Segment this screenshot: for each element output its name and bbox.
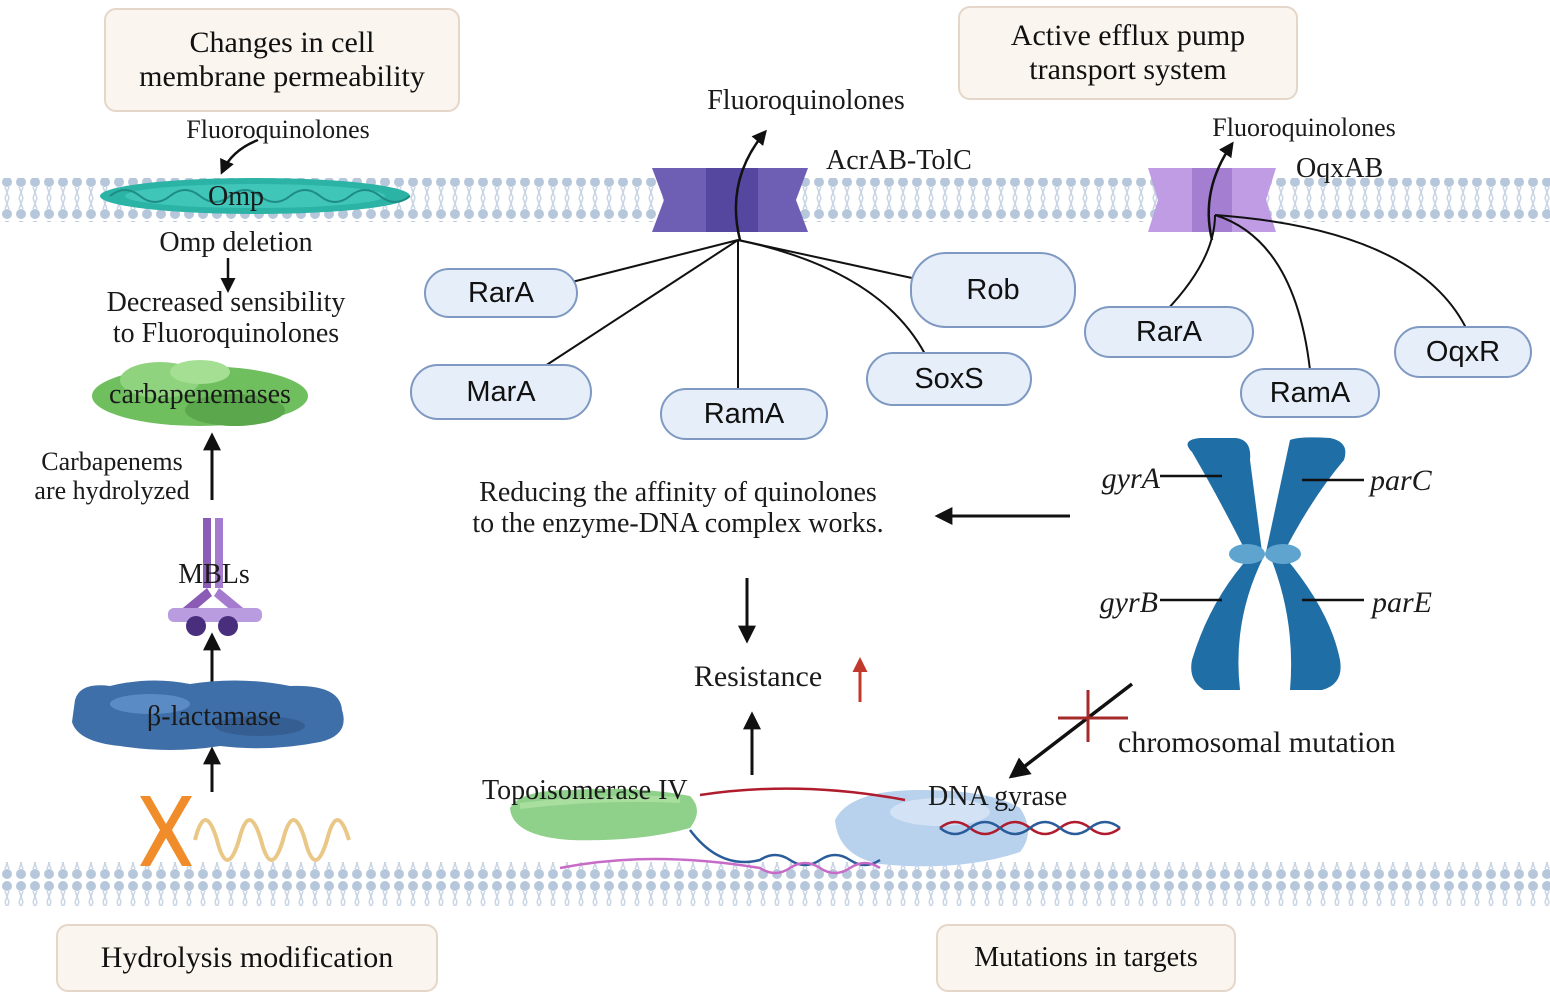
beta-lactamase-shape [72,680,344,750]
inhibition-cross [1058,690,1128,742]
regulator-mara: MarA [410,364,592,420]
mbls-label: MBLs [178,559,250,590]
mbls-shape [168,518,262,636]
chromosomal-mutation-label: chromosomal mutation [1118,726,1396,759]
carbapenemases-label: carbapenemases [109,379,291,410]
topoisomerase-label: Topoisomerase IV [482,775,688,806]
omp-deletion-label: Omp deletion [159,227,313,258]
acrab-tolc-pump [652,168,808,232]
omp-label: Omp [208,181,264,212]
regulator-rara-oqxab: RarA [1084,306,1254,358]
chromosome-x [1187,437,1346,690]
gene-parc-label: parC [1370,464,1432,497]
gene-gyrb-label: gyrB [1099,586,1158,619]
resistance-label: Resistance [693,660,823,693]
topoisomerase-iv-shape [510,788,697,841]
regulator-rama-oqxab: RamA [1240,368,1380,418]
arrow-acrab-efflux [734,129,767,241]
oqxab-label: OqxAB [1296,153,1384,184]
regulator-rama-acrab: RamA [660,388,828,440]
section-efflux-pump: Active efflux pump transport system [958,6,1298,100]
dna-strands [559,787,1121,875]
oqxab-regulator-links [1164,214,1469,371]
arrow-oqxab-efflux [1207,141,1234,241]
section-target-mutations: Mutations in targets [936,924,1236,992]
gene-gyra-label: gyrA [1101,462,1160,495]
fq-label-permeability: Fluoroquinolones [186,115,370,144]
gene-locus-lines [1160,474,1364,602]
acrab-regulator-links [544,239,926,390]
fq-label-acrab: Fluoroquinolones [707,85,905,116]
regulator-rob: Rob [910,252,1076,328]
carbapenems-hydrolyzed-label: Carbapenems are hydrolyzed [34,447,190,505]
acrab-tolc-label: AcrAB-TolC [826,145,972,176]
omp-porin [100,178,411,214]
oqxab-pump [1148,168,1276,232]
affinity-label: Reducing the affinity of quinolones to t… [472,477,884,539]
carbapenemases-shape [92,360,308,426]
dna-gyrase-shape [835,790,1028,867]
decreased-sensibility-label: Decreased sensibility to Fluoroquinolone… [106,287,346,349]
beta-lactamase-label: β-lactamase [147,701,281,732]
gene-pare-label: parE [1372,586,1432,619]
regulator-soxs: SoxS [866,352,1032,406]
dna-gyrase-label: DNA gyrase [928,781,1068,812]
regulator-oqxr: OqxR [1394,326,1532,378]
arrow-fq-to-omp [220,138,259,175]
section-hydrolysis: Hydrolysis modification [56,924,438,992]
regulator-rara-acrab: RarA [424,268,578,318]
section-membrane-permeability: Changes in cell membrane permeability [104,8,460,112]
chromosome-gene-shape [140,796,351,866]
bottom-membrane [0,862,1550,906]
arrow-mutation-to-gyrase [1008,682,1134,779]
fq-label-oqxab: Fluoroquinolones [1212,113,1396,142]
